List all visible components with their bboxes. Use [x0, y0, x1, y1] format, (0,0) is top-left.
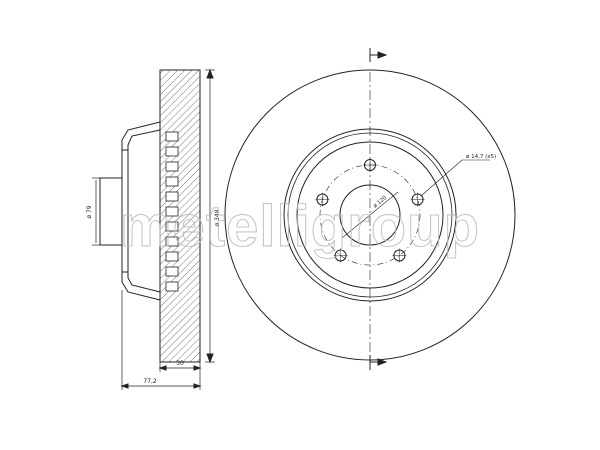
vent-slots [165, 131, 179, 292]
total-height-label: 77,2 [143, 378, 157, 385]
section-arrow-top [369, 48, 388, 62]
side-section-view [92, 68, 215, 390]
thickness-label: 30 [176, 360, 184, 367]
section-arrow-bottom [369, 355, 388, 370]
hub-diameter-label: ø 79 [86, 205, 93, 218]
front-view [224, 48, 516, 370]
bolt-hole-label: ø 14,7 (x5) [466, 154, 496, 160]
hub-hat-profile [121, 121, 161, 301]
outer-diameter-label: ø 348 [214, 209, 221, 226]
metelli-logo-watermark: metelligroup [120, 194, 480, 259]
